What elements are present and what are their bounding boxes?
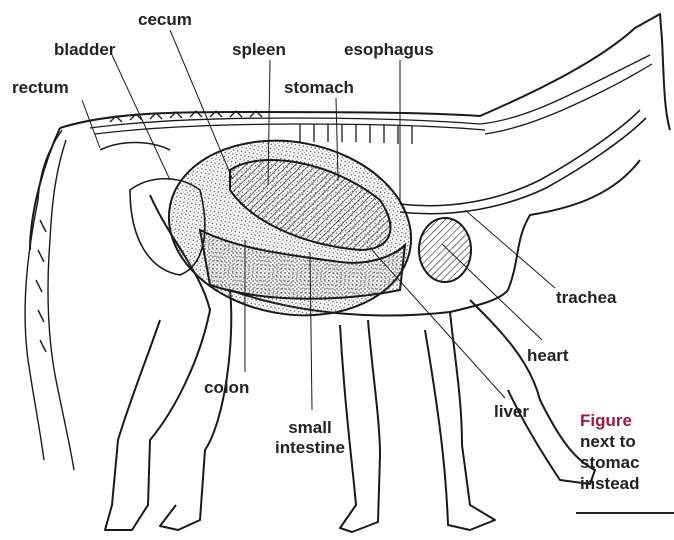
- caption-rule: [576, 512, 674, 514]
- label-rectum: rectum: [12, 78, 69, 98]
- figure-caption: Figure next to stomac instead: [580, 410, 674, 494]
- label-small-intestine-line1: small: [275, 418, 345, 438]
- label-trachea: trachea: [556, 288, 616, 308]
- caption-line-3: stomac: [580, 452, 674, 473]
- label-cecum: cecum: [138, 10, 192, 30]
- label-stomach: stomach: [284, 78, 354, 98]
- label-liver: liver: [494, 402, 529, 422]
- caption-figure-word: Figure: [580, 410, 674, 431]
- tail: [25, 130, 74, 470]
- spine: [90, 55, 652, 144]
- label-spleen: spleen: [232, 40, 286, 60]
- caption-line-4: instead: [580, 473, 674, 494]
- label-bladder: bladder: [54, 40, 115, 60]
- label-heart: heart: [527, 346, 569, 366]
- label-small-intestine: small intestine: [275, 418, 345, 458]
- label-small-intestine-line2: intestine: [275, 438, 345, 458]
- organs: [155, 122, 471, 334]
- label-esophagus: esophagus: [344, 40, 434, 60]
- heart-shape: [419, 218, 471, 282]
- caption-line-2: next to: [580, 431, 674, 452]
- label-colon: colon: [204, 378, 249, 398]
